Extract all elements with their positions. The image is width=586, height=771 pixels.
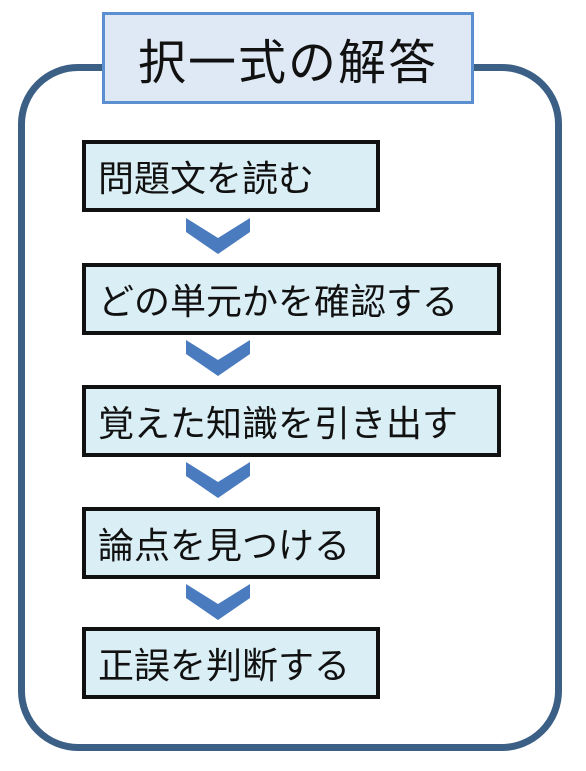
step-judge-correctness: 正誤を判断する bbox=[82, 627, 380, 699]
step-read-question: 問題文を読む bbox=[82, 140, 380, 212]
chevron-down-icon bbox=[186, 462, 250, 498]
chevron-down-icon bbox=[186, 340, 250, 376]
step-find-issue: 論点を見つける bbox=[82, 507, 380, 579]
chevron-down-icon bbox=[186, 218, 250, 254]
step-recall-knowledge: 覚えた知識を引き出す bbox=[82, 385, 501, 457]
step-identify-unit: どの単元かを確認する bbox=[82, 263, 501, 335]
chevron-down-icon bbox=[186, 584, 250, 620]
diagram-title: 択一式の解答 bbox=[102, 12, 474, 104]
